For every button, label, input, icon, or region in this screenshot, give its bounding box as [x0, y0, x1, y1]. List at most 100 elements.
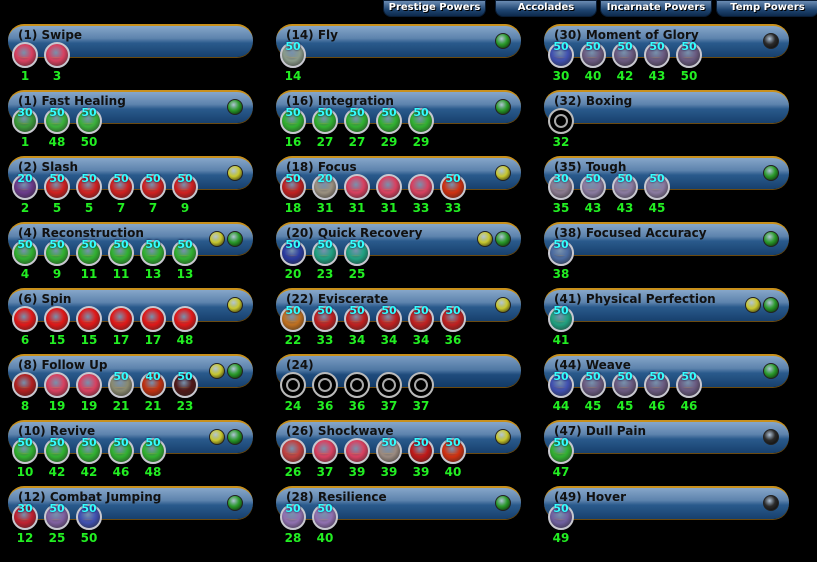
enhancement-icon[interactable]: 50 [44, 106, 70, 134]
enhancement-slot[interactable]: 48 [171, 306, 199, 347]
empty-slot-icon[interactable] [376, 372, 402, 398]
tab-temp-powers[interactable]: Temp Powers [716, 0, 817, 17]
enhancement-icon[interactable]: 50 [172, 172, 198, 200]
enhancement-icon[interactable]: 50 [376, 106, 402, 134]
enhancement-icon[interactable]: 50 [580, 172, 606, 200]
enhancement-icon[interactable]: 50 [440, 436, 466, 464]
enhancement-icon[interactable] [140, 306, 166, 332]
enhancement-icon[interactable]: 50 [580, 40, 606, 68]
enhancement-icon[interactable]: 50 [676, 40, 702, 68]
enhancement-slot[interactable]: 33 [407, 174, 435, 215]
enhancement-icon[interactable]: 50 [548, 502, 574, 530]
enhancement-icon[interactable] [44, 42, 70, 68]
power-bar[interactable]: (41) Physical Perfection [544, 288, 789, 321]
empty-slot-icon[interactable] [344, 372, 370, 398]
empty-slot-icon[interactable] [280, 372, 306, 398]
enhancement-icon[interactable]: 50 [280, 40, 306, 68]
enhancement-icon[interactable]: 50 [12, 436, 38, 464]
enhancement-icon[interactable]: 50 [408, 106, 434, 134]
enhancement-slot[interactable]: 32 [547, 108, 575, 149]
enhancement-icon[interactable]: 50 [312, 304, 338, 332]
enhancement-icon[interactable]: 50 [172, 238, 198, 266]
empty-slot-icon[interactable] [312, 372, 338, 398]
enhancement-icon[interactable]: 50 [76, 238, 102, 266]
enhancement-slot[interactable]: 3 [43, 42, 71, 83]
tab-prestige-powers[interactable]: Prestige Powers [383, 0, 486, 17]
enhancement-icon[interactable]: 50 [548, 304, 574, 332]
enhancement-icon[interactable]: 50 [612, 40, 638, 68]
enhancement-icon[interactable]: 50 [344, 238, 370, 266]
enhancement-icon[interactable]: 50 [644, 370, 670, 398]
enhancement-icon[interactable]: 50 [140, 238, 166, 266]
enhancement-icon[interactable] [76, 306, 102, 332]
enhancement-icon[interactable]: 50 [344, 304, 370, 332]
enhancement-icon[interactable] [76, 372, 102, 398]
tab-accolades[interactable]: Accolades [495, 0, 597, 17]
enhancement-icon[interactable] [280, 438, 306, 464]
power-bar[interactable]: (38) Focused Accuracy [544, 222, 789, 255]
enhancement-slot[interactable]: 37 [311, 438, 339, 479]
enhancement-icon[interactable]: 50 [76, 172, 102, 200]
enhancement-icon[interactable]: 50 [312, 106, 338, 134]
enhancement-slot[interactable]: 26 [279, 438, 307, 479]
enhancement-slot[interactable]: 1 [11, 42, 39, 83]
enhancement-icon[interactable]: 50 [344, 106, 370, 134]
enhancement-slot[interactable]: 15 [75, 306, 103, 347]
enhancement-icon[interactable] [376, 174, 402, 200]
tab-incarnate-powers[interactable]: Incarnate Powers [600, 0, 712, 17]
enhancement-slot[interactable]: 36 [343, 372, 371, 413]
enhancement-icon[interactable]: 50 [676, 370, 702, 398]
enhancement-icon[interactable]: 40 [140, 370, 166, 398]
enhancement-icon[interactable]: 50 [108, 172, 134, 200]
power-bar[interactable]: (18) Focus [276, 156, 521, 189]
enhancement-icon[interactable]: 50 [140, 172, 166, 200]
enhancement-icon[interactable]: 50 [76, 106, 102, 134]
enhancement-icon[interactable]: 50 [548, 40, 574, 68]
enhancement-icon[interactable]: 30 [12, 502, 38, 530]
enhancement-icon[interactable]: 50 [612, 370, 638, 398]
enhancement-icon[interactable]: 50 [44, 238, 70, 266]
enhancement-icon[interactable]: 50 [172, 370, 198, 398]
power-bar[interactable]: (47) Dull Pain [544, 420, 789, 453]
power-bar[interactable]: (20) Quick Recovery [276, 222, 521, 255]
enhancement-icon[interactable]: 50 [44, 172, 70, 200]
enhancement-slot[interactable]: 8 [11, 372, 39, 413]
enhancement-icon[interactable] [344, 174, 370, 200]
enhancement-icon[interactable]: 50 [408, 436, 434, 464]
enhancement-slot[interactable]: 19 [43, 372, 71, 413]
enhancement-icon[interactable]: 50 [644, 172, 670, 200]
enhancement-icon[interactable] [408, 174, 434, 200]
enhancement-icon[interactable]: 50 [408, 304, 434, 332]
